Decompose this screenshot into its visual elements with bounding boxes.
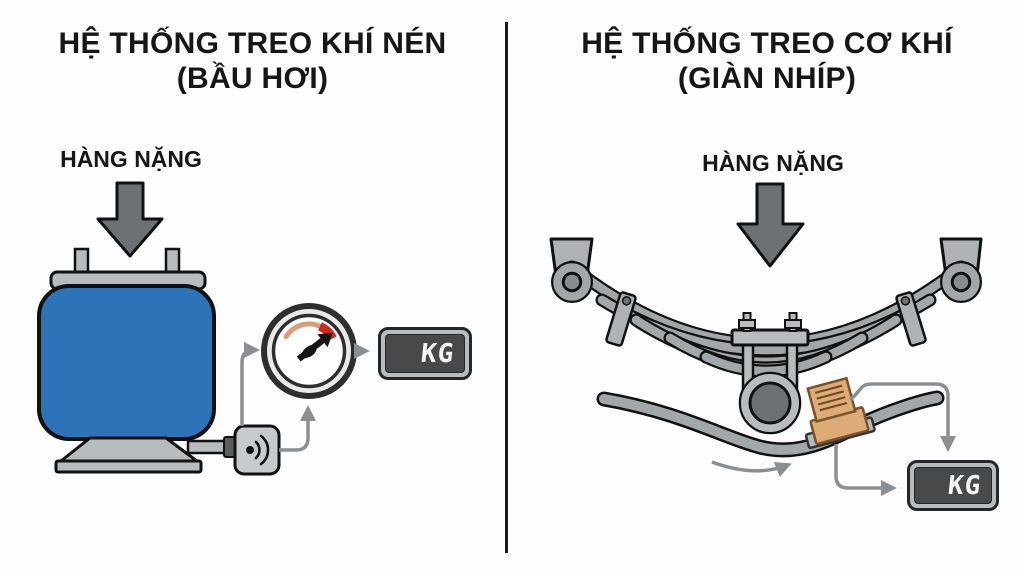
left-title-line2: (BẦU HƠI): [176, 62, 329, 95]
left-panel-title: HỆ THỐNG TREO KHÍ NÉN (BẦU HƠI): [0, 26, 505, 96]
spring-eye-right-icon: [940, 261, 982, 303]
right-title-line2: (GIÀN NHÍP): [677, 62, 857, 95]
leaf-clamp-left-icon: [605, 291, 637, 347]
load-arrow-icon: [96, 181, 164, 258]
load-arrow-icon: [736, 182, 805, 268]
weight-unit-label: KG: [419, 338, 456, 369]
leaf-spring-suspension-figure: [549, 182, 983, 497]
sensor-to-gauge-line-bottom: [279, 404, 317, 452]
leaf-clamp-right-icon: [895, 291, 927, 347]
left-title-line1: HỆ THỐNG TREO KHÍ NÉN: [58, 27, 447, 60]
digital-display-icon: KG: [378, 327, 472, 380]
air-spring-icon: [37, 247, 216, 474]
strain-gauge-icon: [804, 376, 876, 450]
pressure-gauge-icon: [261, 303, 357, 399]
left-load-label: HÀNG NẶNG: [60, 146, 202, 172]
panel-divider: [505, 22, 508, 553]
strain-to-display-line-top: [848, 382, 957, 453]
sensor-to-gauge-line-top: [240, 341, 261, 426]
weight-unit-label: KG: [946, 470, 983, 501]
air-suspension-figure: [37, 181, 371, 476]
strain-to-display-line-bottom: [834, 444, 898, 497]
right-title-line1: HỆ THỐNG TREO CƠ KHÍ: [581, 27, 953, 60]
pressure-sensor-icon: [186, 424, 281, 476]
right-panel-title: HỆ THỐNG TREO CƠ KHÍ (GIÀN NHÍP): [510, 26, 1024, 96]
deflection-arrow-icon: [711, 460, 792, 477]
display-screen: KG: [385, 334, 465, 373]
axle-ubolt-icon: [730, 312, 810, 435]
display-screen: KG: [914, 467, 992, 504]
right-load-label: HÀNG NẶNG: [702, 150, 844, 176]
digital-display-icon: KG: [907, 460, 999, 511]
axle-beam-icon: [596, 390, 945, 458]
spring-eye-left-icon: [551, 261, 593, 303]
